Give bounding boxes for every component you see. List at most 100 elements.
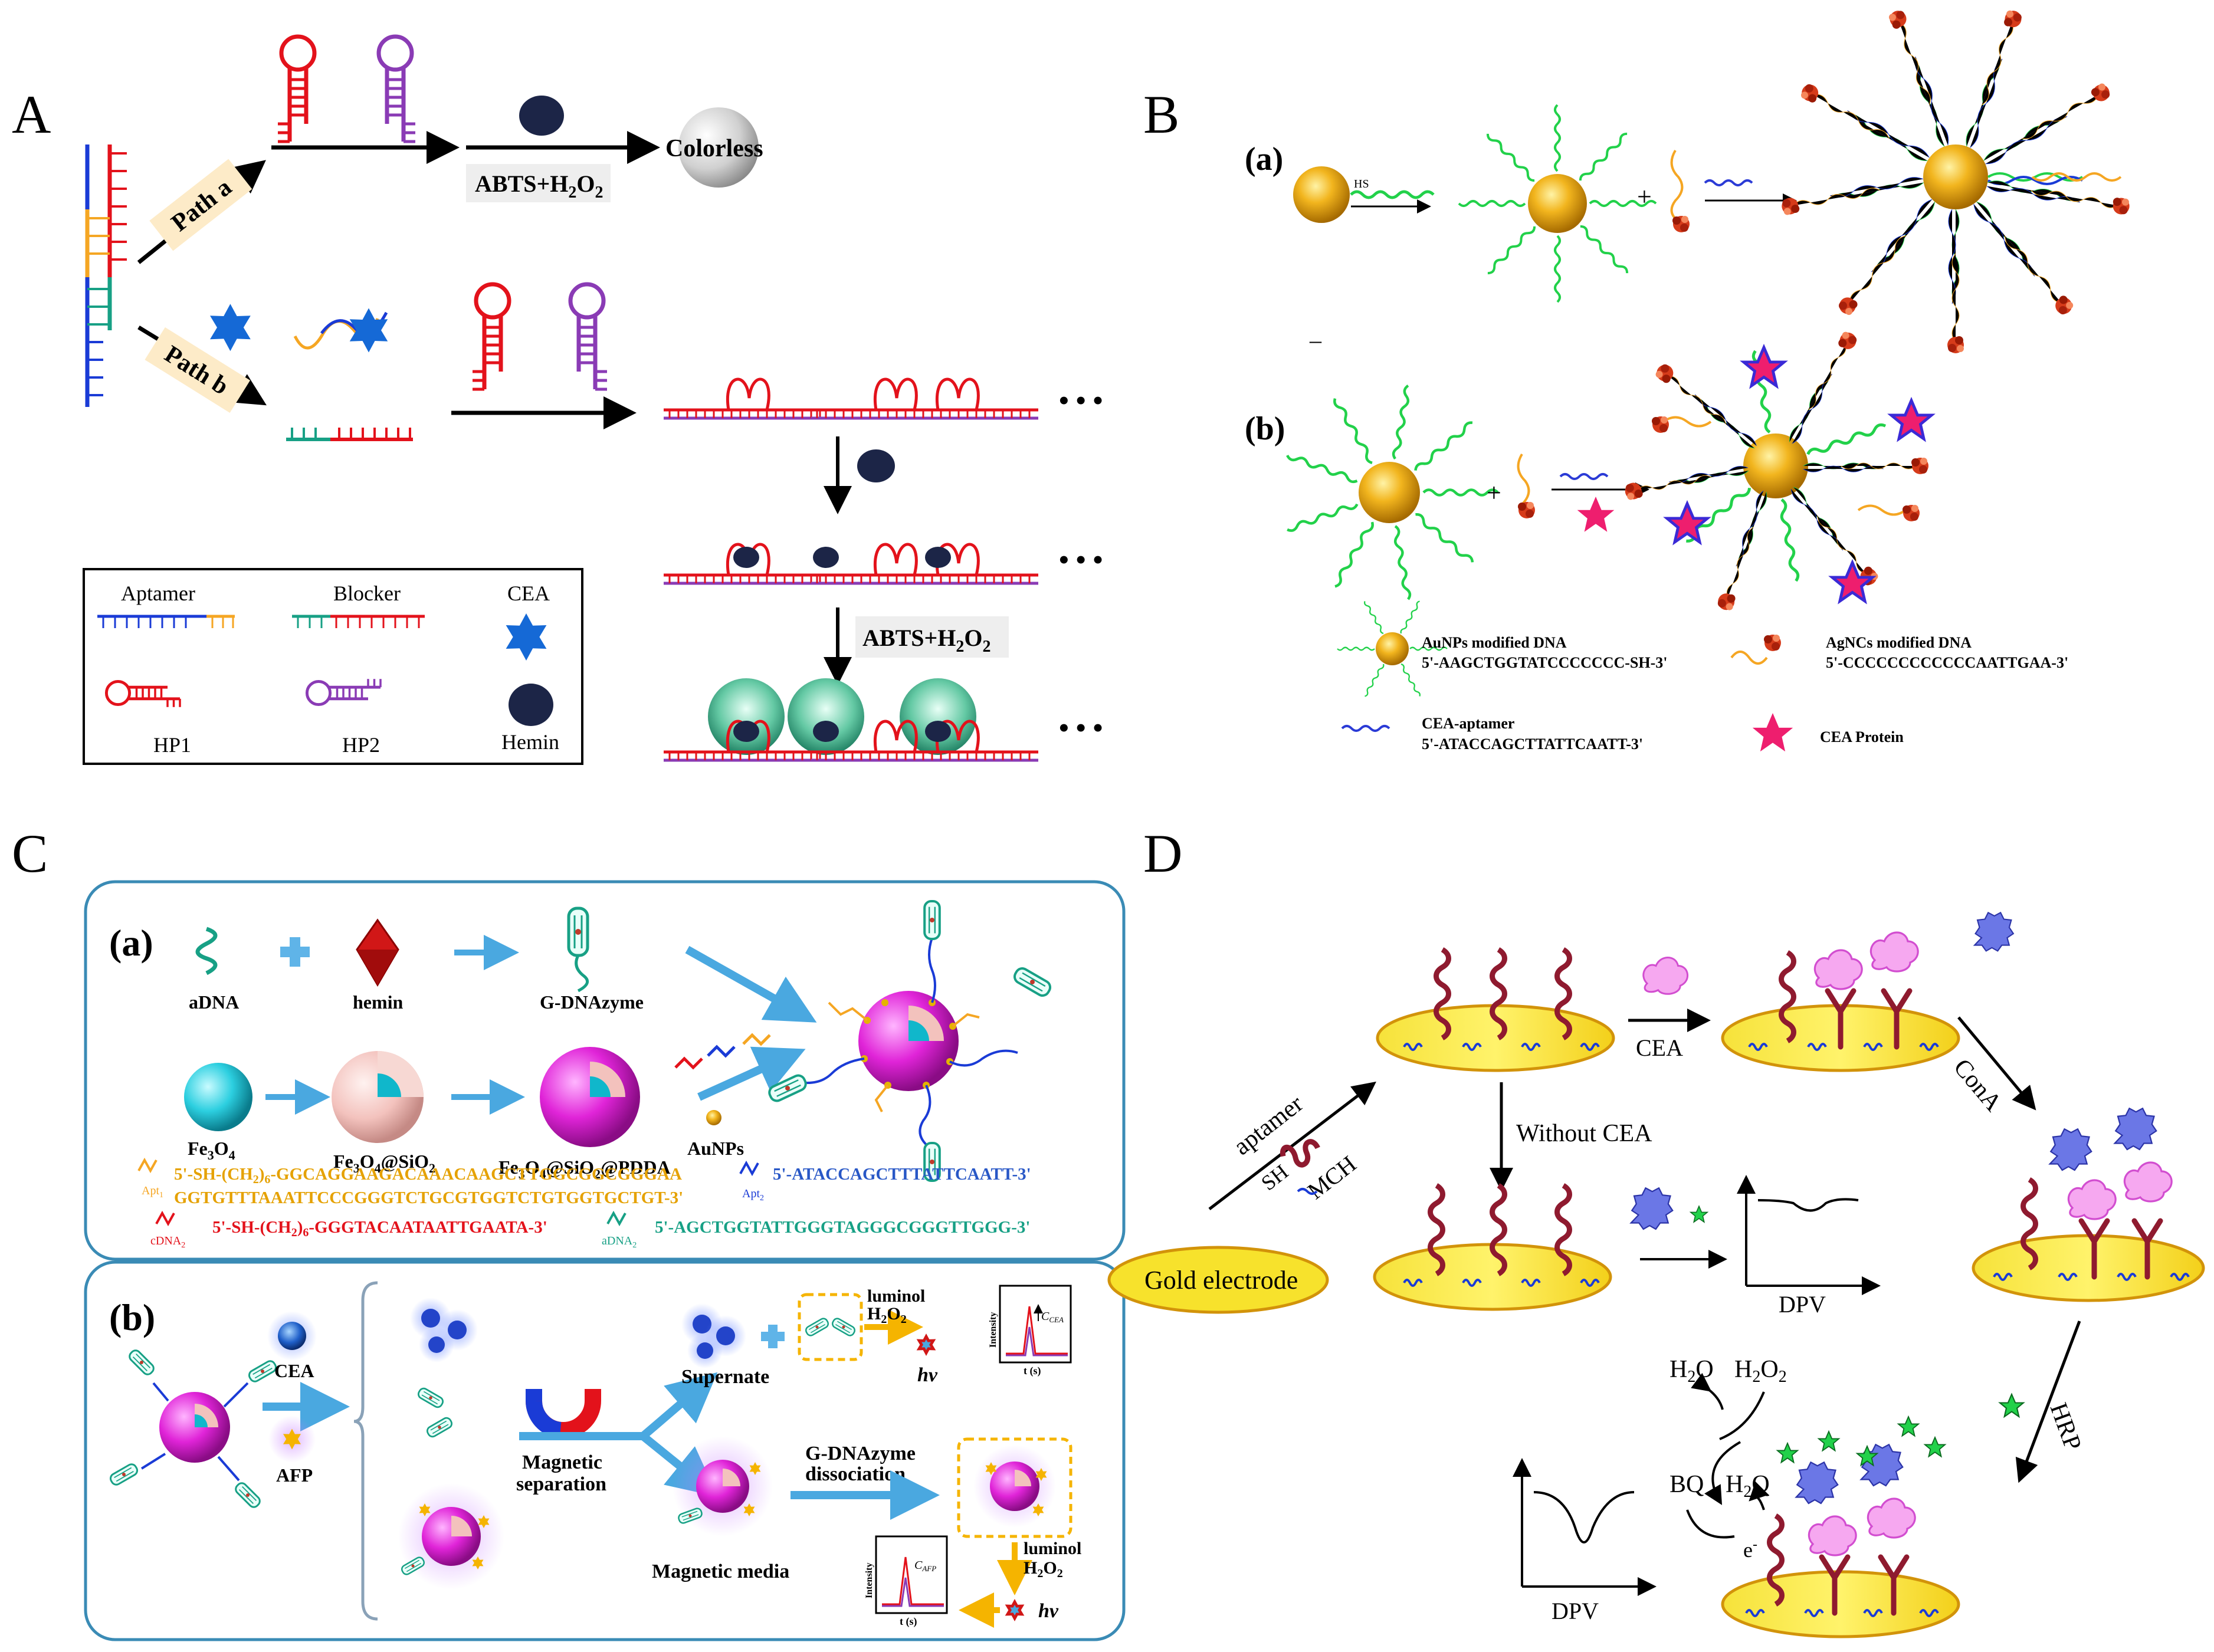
svg-text:BQ: BQ — [1669, 1471, 1704, 1498]
abts-label-bottom: ABTS+H2O2 — [862, 625, 991, 656]
aunp-bare — [1293, 166, 1350, 223]
aunp-dna-modified-a — [1459, 105, 1656, 302]
agnc-dna-b — [1517, 453, 1535, 518]
adna-icon — [195, 927, 218, 976]
svg-text:AuNPs: AuNPs — [687, 1138, 744, 1159]
svg-text:DPV: DPV — [1779, 1291, 1826, 1318]
panel-c-sub-b: (b) — [109, 1296, 155, 1338]
legend-hemin-label: Hemin — [501, 730, 559, 754]
legend-aptamer-label: Aptamer — [121, 582, 195, 605]
electrode-cona-bound — [1972, 1108, 2205, 1302]
hp2-middle — [570, 284, 607, 389]
aunp-dna-modified-b — [1287, 385, 1498, 600]
magnetic-media-right — [673, 1436, 773, 1536]
svg-text:Without CEA: Without CEA — [1516, 1120, 1652, 1147]
aunp-assembled-a — [1780, 8, 2131, 353]
path-a-label-bg — [149, 159, 252, 251]
legend-agnc-icon — [1730, 651, 1768, 665]
svg-text:cDNA2: cDNA2 — [150, 1234, 185, 1250]
svg-text:HS: HS — [1354, 178, 1369, 191]
panel-letter-b: B — [1143, 84, 1179, 144]
cea-aggregates-free — [410, 1298, 478, 1362]
hp1-top — [278, 37, 314, 142]
fe3o4-sio2-label: Fe3O4@SiO2 — [333, 1151, 435, 1175]
aunps-icon — [706, 1110, 721, 1125]
svg-text:H2O2: H2O2 — [1734, 1356, 1787, 1386]
hp1-middle — [473, 284, 509, 389]
path-b-label-bg — [145, 327, 251, 413]
colorless-product-sphere — [678, 107, 759, 188]
legend-agncs-seq: 5'-CCCCCCCCCCCCAATTGAA-3' — [1826, 654, 2068, 671]
hcr-product-row-2: • • • — [664, 544, 1103, 583]
legend-cea-label: CEA — [507, 582, 550, 605]
afp-intensity-plot: CAFP Intensity t (s) — [864, 1535, 948, 1628]
svg-text:MCH: MCH — [1303, 1151, 1362, 1205]
legend-agncs-title: AgNCs modified DNA — [1826, 634, 1972, 651]
supernate-dnazyme-box — [798, 1293, 863, 1361]
legend-hp1-label: HP1 — [153, 733, 191, 757]
svg-text:G-DNAzyme: G-DNAzyme — [805, 1443, 916, 1464]
fe3o4-sphere — [184, 1063, 252, 1131]
fe3o4-sio2-sphere — [332, 1051, 424, 1143]
svg-text:H2O2: H2O2 — [867, 1304, 907, 1326]
svg-text:aDNA2: aDNA2 — [602, 1234, 637, 1250]
panel-a-legend: Aptamer Blocker CEA HP1 HP2 Hemin — [83, 568, 583, 765]
svg-text:aDNA: aDNA — [189, 991, 239, 1013]
cdna2-sequence: 5'-SH-(CH2)6-GGGTACAATAATTGAATA-3' — [212, 1218, 547, 1239]
legend-hp2-label: HP2 — [342, 733, 380, 757]
svg-text:G-DNAzyme: G-DNAzyme — [540, 991, 644, 1013]
hcr-product-row-3: • • • — [664, 678, 1103, 760]
svg-text:Apt1: Apt1 — [142, 1184, 163, 1200]
adna2-sequence: 5'-AGCTGGTATTGGGTAGGGCGGGTTGGG-3' — [655, 1218, 1030, 1237]
aptamer-blocker-duplex — [85, 144, 127, 407]
colorless-label: Colorless — [665, 135, 763, 162]
legend-aptamer-icon — [1341, 725, 1390, 732]
svg-text:luminol: luminol — [867, 1286, 925, 1306]
svg-text:hemin: hemin — [353, 991, 404, 1013]
svg-text:• • •: • • • — [1059, 544, 1103, 576]
abts-label-top: ABTS+H2O2 — [475, 170, 603, 202]
svg-text:H2Q: H2Q — [1726, 1471, 1770, 1501]
panel-b-sub-a: (a) — [1245, 141, 1283, 178]
legend-hemin-icon — [509, 684, 553, 726]
svg-text:• • •: • • • — [1059, 385, 1103, 416]
svg-text:DPV: DPV — [1552, 1598, 1599, 1624]
aptamer-label: aptamer — [1229, 1090, 1308, 1161]
svg-text:AFP: AFP — [276, 1464, 313, 1486]
electrode-cea-bound — [1721, 931, 1960, 1072]
separation-label: separation — [516, 1473, 606, 1495]
legend-aunp-icon — [1376, 632, 1409, 665]
legend-aptamer-seq: 5'-ATACCAGCTTATTCAATT-3' — [1422, 735, 1643, 753]
svg-text:H2O2: H2O2 — [1024, 1558, 1063, 1580]
magnetic-label: Magnetic — [522, 1451, 602, 1473]
magnetic-media-left — [398, 1483, 504, 1589]
magnet-icon — [525, 1389, 601, 1438]
panel-b-legend: AuNPs modified DNA 5'-AAGCTGGTATCCCCCCC-… — [1336, 600, 2068, 753]
magnetic-media-box — [957, 1437, 1072, 1538]
hp2-top — [379, 37, 415, 142]
hemin-icon-top — [519, 96, 564, 136]
legend-cea-protein-icon — [1752, 713, 1793, 752]
panel-letter-a: A — [12, 84, 51, 144]
cona-icon-middle — [1630, 1187, 1674, 1230]
panel-b: B (a) HS + — [1143, 8, 2131, 753]
svg-text:hv: hv — [917, 1364, 938, 1386]
gold-electrode-bare — [1107, 1246, 1329, 1314]
cona-icon-top — [1974, 912, 2014, 952]
svg-text:t (s): t (s) — [900, 1615, 917, 1628]
svg-text:+: + — [1487, 478, 1501, 507]
panel-c-box-b — [84, 1260, 1126, 1641]
cea-protein-icon-b — [1577, 497, 1615, 532]
probe-b — [107, 1347, 279, 1510]
hcr-product-row-1: • • • — [664, 379, 1103, 418]
svg-text:Intensity: Intensity — [864, 1563, 874, 1598]
legend-aunps-seq: 5'-AAGCTGGTATCCCCCCC-SH-3' — [1422, 654, 1667, 671]
apt2-sequence: 5'-ATACCAGCTTTATTCAATT-3' — [773, 1165, 1031, 1184]
dpv-plot-peak: DPV — [1513, 1458, 1657, 1624]
redox-cycle: H2O H2O2 BQ H2Q e- — [1669, 1356, 1787, 1562]
panel-c: C (a) aDNA hemin G-DNAzyme Fe3O4 Fe3O4@S… — [12, 823, 1126, 1641]
magnetic-probe-assembled — [767, 901, 1053, 1181]
aunp-assembled-b — [1623, 329, 1932, 613]
svg-text:+: + — [1637, 182, 1652, 211]
